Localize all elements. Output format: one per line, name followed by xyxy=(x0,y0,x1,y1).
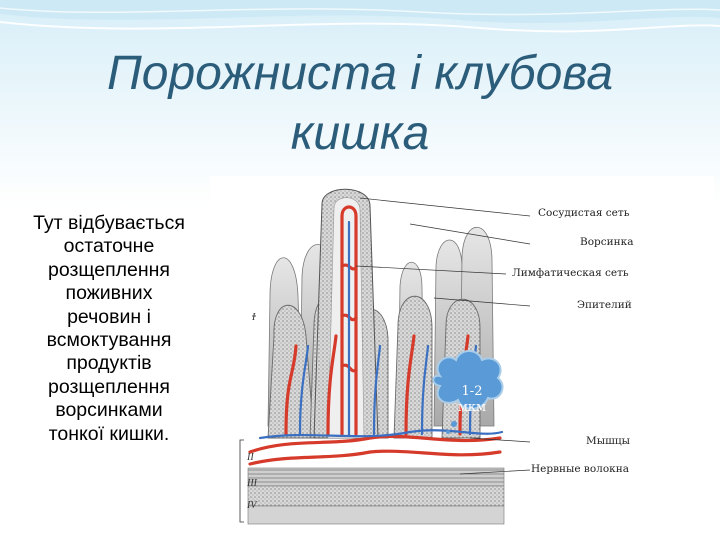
label-muscles: Мышцы xyxy=(586,435,630,447)
callout-unit: мкм xyxy=(437,400,507,416)
layer-numeral-2: II xyxy=(247,452,254,463)
description-line: остаточне xyxy=(2,235,216,258)
description-line: всмоктування xyxy=(2,329,216,352)
description-line: Тут відбувається xyxy=(2,212,216,235)
layer-numeral-1: I xyxy=(252,312,255,323)
label-villus: Ворсинка xyxy=(580,236,633,248)
layer-numeral-3: III xyxy=(247,478,257,489)
description-text: Тут відбувається остаточне розщеплення п… xyxy=(2,212,216,446)
title-line-2: кишка xyxy=(0,104,720,164)
label-nerve-fibers: Нервные волокна xyxy=(531,463,629,475)
intestinal-villi-illustration xyxy=(210,176,714,538)
label-epithelium: Эпителий xyxy=(577,299,632,311)
tissue-layers xyxy=(248,468,504,524)
villi-drawing xyxy=(210,176,714,538)
description-line: поживних xyxy=(2,282,216,305)
label-lymphatic-network: Лимфатическая сеть xyxy=(512,267,629,279)
slide-title: Порожниста і клубова кишка xyxy=(0,44,720,164)
callout-value: 1-2 xyxy=(437,384,507,400)
description-line: розщеплення xyxy=(2,376,216,399)
dissected-villus xyxy=(314,189,378,438)
description-line: ворсинками xyxy=(2,399,216,422)
description-line: тонкої кишки. xyxy=(2,423,216,446)
callout-text: 1-2 мкм xyxy=(437,384,507,416)
label-vascular-network: Сосудистая сеть xyxy=(538,207,629,219)
description-line: речовин і xyxy=(2,306,216,329)
description-line: продуктів xyxy=(2,352,216,375)
layer-numeral-4: IV xyxy=(247,500,256,511)
description-line: розщеплення xyxy=(2,259,216,282)
title-line-1: Порожниста і клубова xyxy=(0,44,720,104)
